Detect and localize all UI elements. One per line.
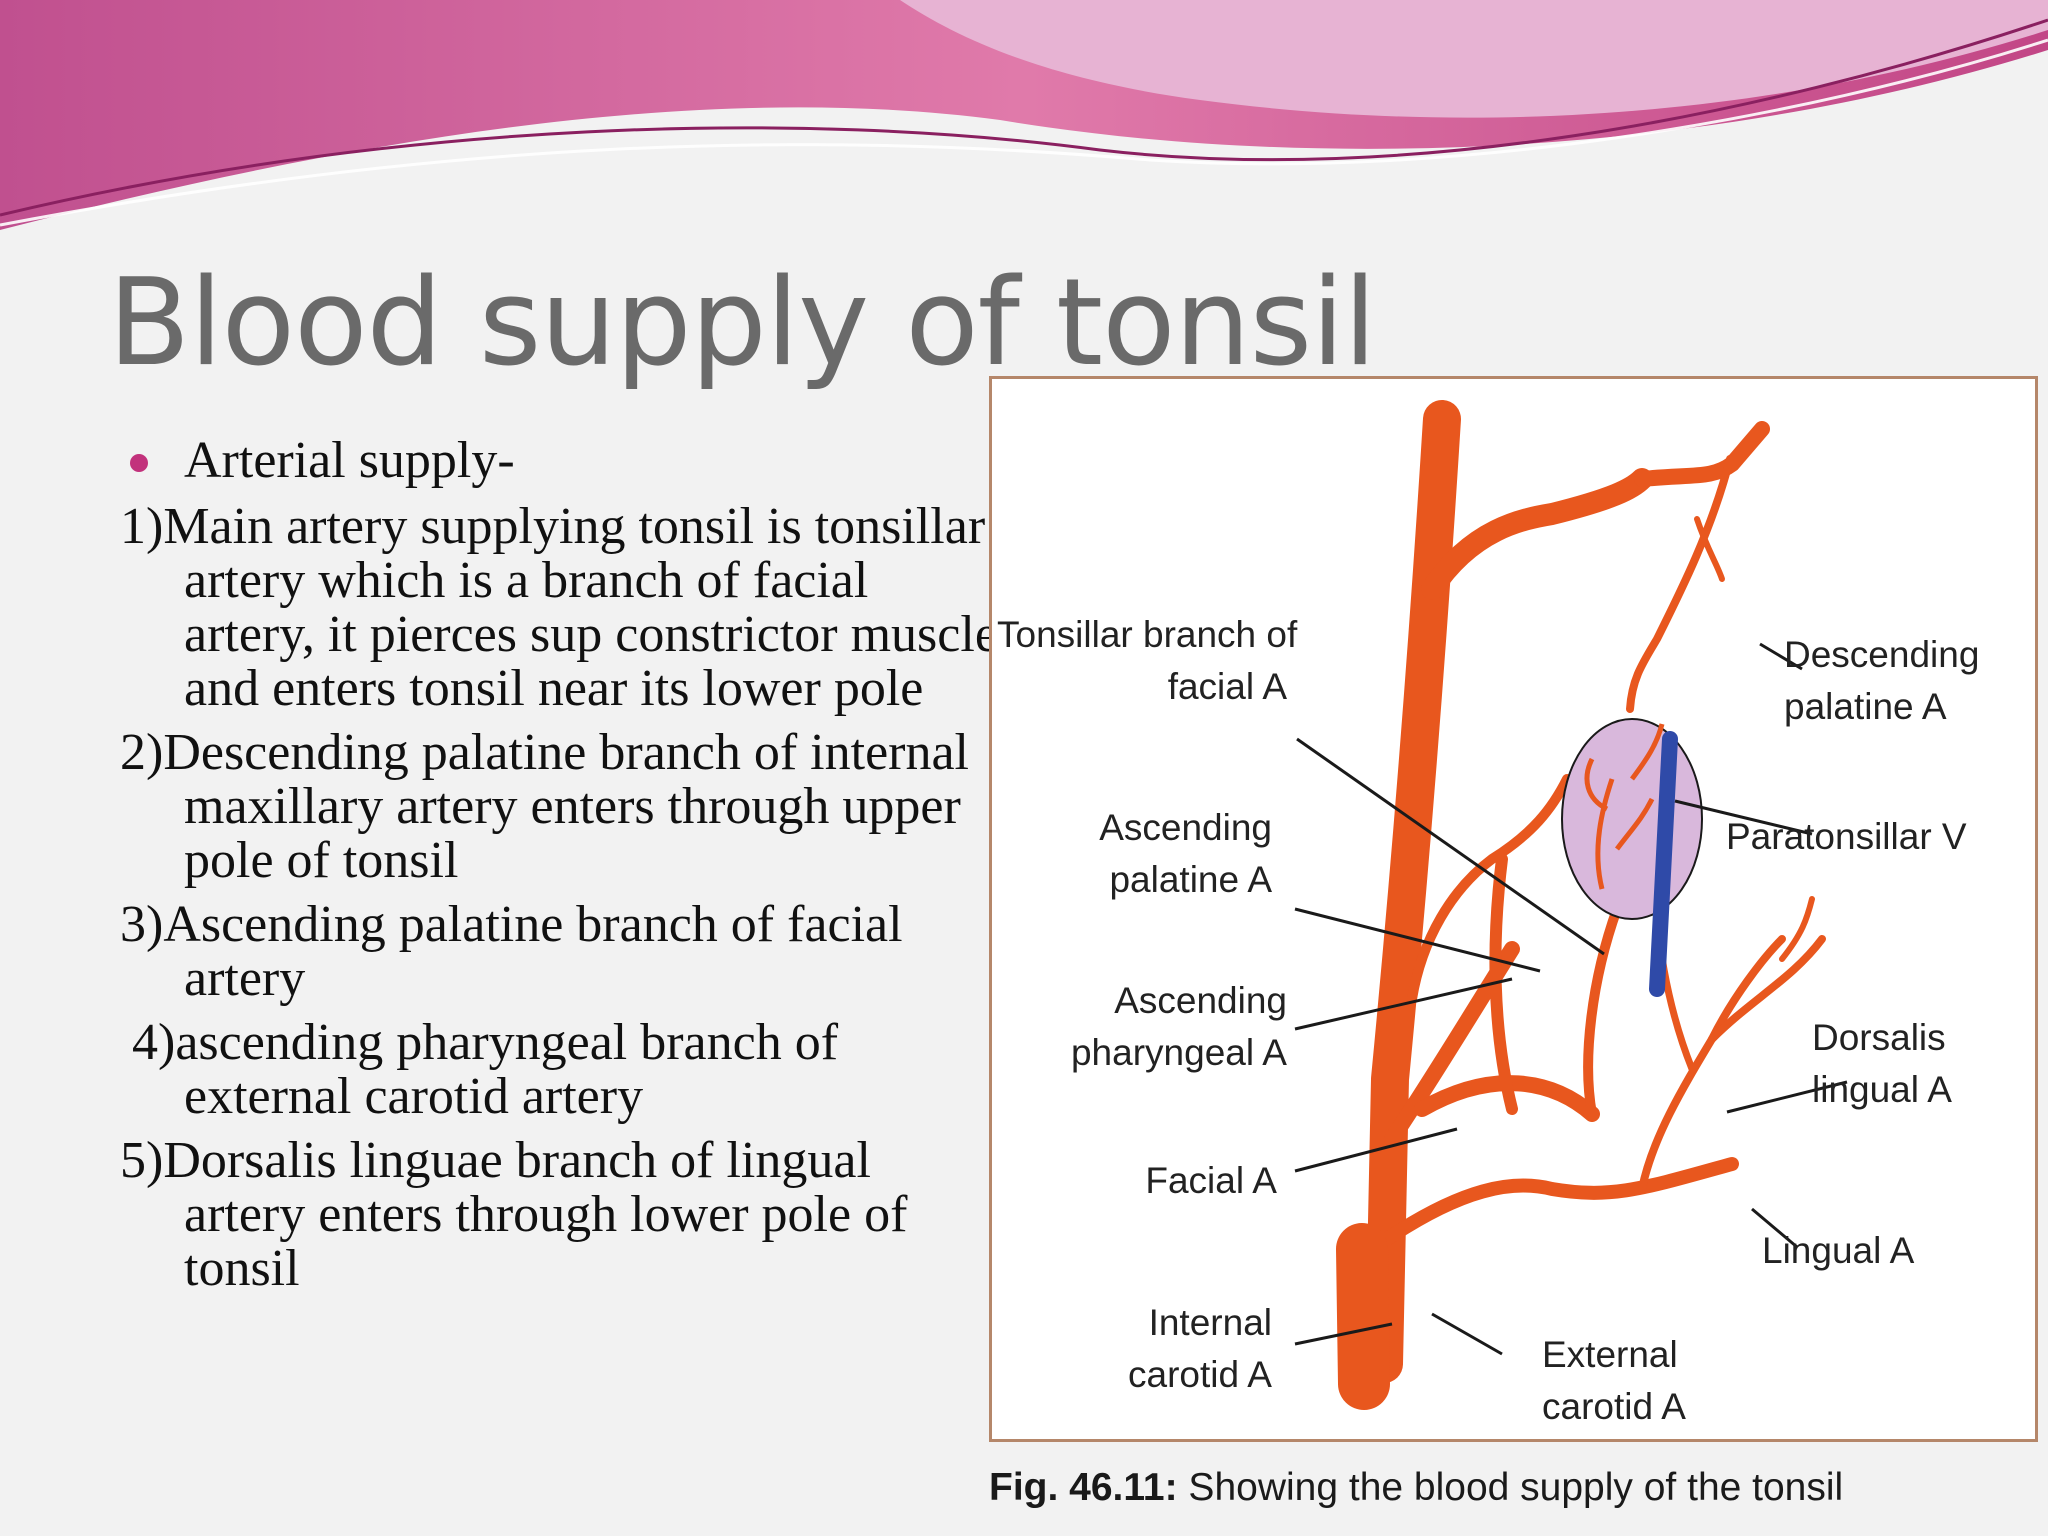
figure-caption: Fig. 46.11: Showing the blood supply of …	[989, 1466, 2048, 1510]
list-item: 3)Ascending palatine branch of facial ar…	[120, 896, 903, 1007]
dorsalis-lingual-artery	[1708, 935, 1826, 1043]
ascending-pharyngeal-artery	[1489, 853, 1518, 1115]
tonsil-shape	[1561, 718, 1703, 920]
paratonsillar-vein	[1649, 731, 1678, 997]
bullet-dot-icon	[130, 454, 148, 472]
text-content: Arterial supply- 1)Main artery supplying…	[120, 432, 1000, 1296]
internal-carotid-artery	[1336, 1223, 1390, 1410]
slide-title: Blood supply of tonsil	[108, 254, 1377, 393]
tonsillar-artery	[1583, 904, 1622, 1119]
ascending-palatine-artery	[1407, 774, 1572, 1004]
bullet-text: Arterial supply-	[184, 432, 515, 489]
bullet-item: Arterial supply-	[120, 432, 1000, 490]
label-paratonsillar-vein: Paratonsillar V	[1726, 816, 1967, 857]
external-carotid-trunk	[1365, 400, 1461, 1383]
caption-number: Fig. 46.11:	[989, 1466, 1178, 1509]
artery-diagram	[1294, 400, 1848, 1410]
list-item: 2)Descending palatine branch of internal…	[120, 724, 969, 889]
list-item: 5)Dorsalis linguae branch of lingual art…	[120, 1132, 908, 1297]
header-banner	[0, 0, 2048, 230]
maxillary-arch	[1421, 468, 1653, 600]
label-facial: Facial A	[1145, 1160, 1277, 1201]
list-item: 1)Main artery supplying tonsil is tonsil…	[120, 498, 998, 717]
list-item: 4)ascending pharyngeal branch of externa…	[132, 1014, 839, 1125]
lingual-artery	[1380, 1157, 1739, 1246]
caption-text: Showing the blood supply of the tonsil	[1177, 1466, 1844, 1509]
descending-palatine-artery	[1626, 455, 1734, 713]
label-lingual: Lingual A	[1762, 1230, 1915, 1271]
